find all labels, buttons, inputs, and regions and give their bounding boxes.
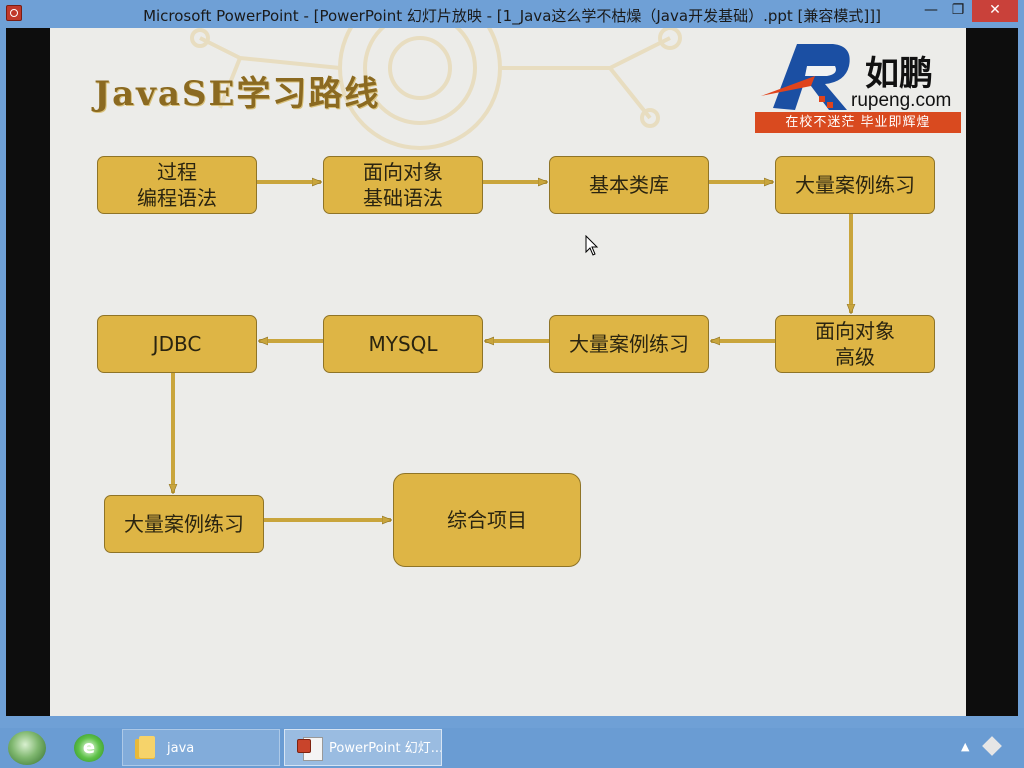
slide[interactable]: JavaSE学习路线 如鹏 rupeng.com 在校不迷茫 毕业即辉煌 xyxy=(50,28,966,716)
mouse-cursor-icon xyxy=(585,235,599,256)
flow-step-oop-basics[interactable]: 面向对象 基础语法 xyxy=(323,156,483,214)
powerpoint-icon xyxy=(297,735,323,761)
tray-overflow-icon[interactable]: ▲ xyxy=(961,740,970,753)
flow-step-capstone-project[interactable]: 综合项目 xyxy=(393,473,581,567)
taskbar-item-label: java xyxy=(167,741,195,756)
slide-background-decoration xyxy=(190,28,682,150)
logo-slogan: 在校不迷茫 毕业即辉煌 xyxy=(755,112,961,133)
taskbar-item-java[interactable]: java xyxy=(122,729,280,766)
powerpoint-app-icon[interactable] xyxy=(6,5,22,21)
taskbar-item-powerpoint[interactable]: PowerPoint 幻灯... xyxy=(284,729,442,766)
slide-title: JavaSE学习路线 xyxy=(94,74,381,114)
notification-icon[interactable] xyxy=(982,736,1002,756)
browser-icon[interactable]: e xyxy=(74,734,104,762)
window-titlebar: Microsoft PowerPoint - [PowerPoint 幻灯片放映… xyxy=(0,0,1024,28)
flow-step-oop-advanced[interactable]: 面向对象 高级 xyxy=(775,315,935,373)
start-button-icon[interactable] xyxy=(8,731,46,765)
flow-step-basic-libraries[interactable]: 基本类库 xyxy=(549,156,709,214)
flow-step-practice-1[interactable]: 大量案例练习 xyxy=(775,156,935,214)
folder-icon xyxy=(135,736,159,760)
flow-step-jdbc[interactable]: JDBC xyxy=(97,315,257,373)
rupeng-logo-mark xyxy=(761,44,850,110)
flow-step-procedural-syntax[interactable]: 过程 编程语法 xyxy=(97,156,257,214)
flow-arrows xyxy=(50,28,966,716)
taskbar: e java PowerPoint 幻灯... ▲ xyxy=(0,728,1024,768)
flow-step-mysql[interactable]: MYSQL xyxy=(323,315,483,373)
rupeng-logo: 如鹏 rupeng.com 在校不迷茫 毕业即辉煌 xyxy=(755,36,963,134)
window-title: Microsoft PowerPoint - [PowerPoint 幻灯片放映… xyxy=(143,7,881,25)
flow-step-practice-2[interactable]: 大量案例练习 xyxy=(549,315,709,373)
flow-step-practice-3[interactable]: 大量案例练习 xyxy=(104,495,264,553)
close-button[interactable]: ✕ xyxy=(972,0,1018,22)
logo-url: rupeng.com xyxy=(851,90,952,111)
taskbar-item-label: PowerPoint 幻灯... xyxy=(329,741,442,756)
maximize-button[interactable]: ❐ xyxy=(951,2,965,18)
minimize-button[interactable]: — xyxy=(924,2,938,18)
logo-name: 如鹏 xyxy=(865,54,933,94)
